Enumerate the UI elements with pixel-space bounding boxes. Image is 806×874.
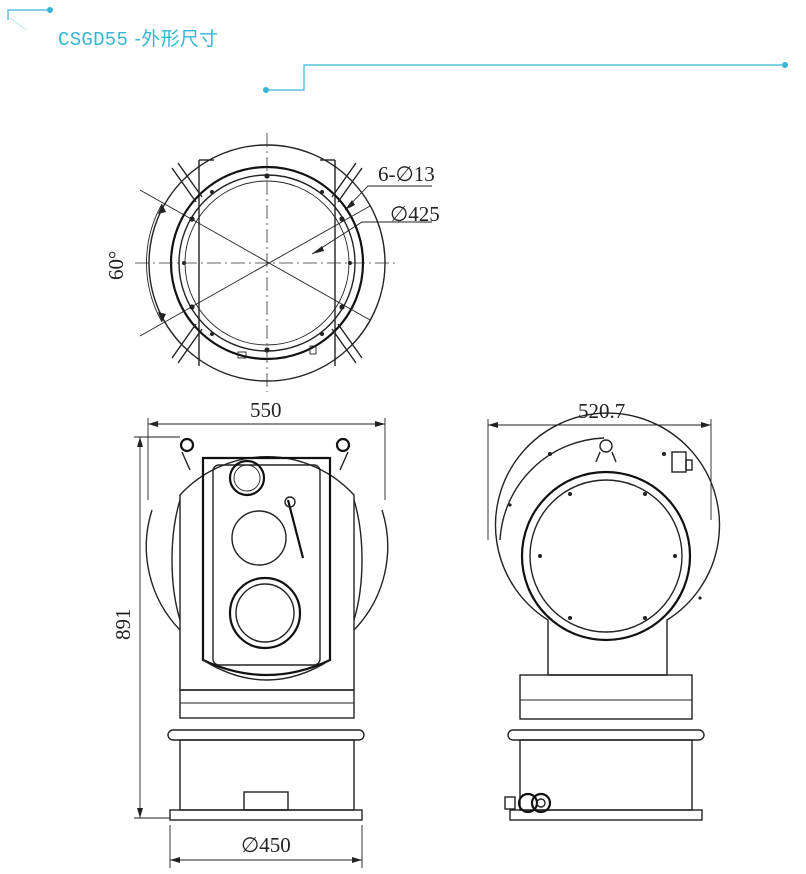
connector	[504, 792, 552, 814]
top-view	[135, 133, 432, 392]
side-view	[487, 412, 721, 821]
base-diameter-label: ∅450	[241, 833, 291, 857]
title-text: -外形尺寸	[128, 28, 219, 50]
flange-diameter-label: ∅425	[390, 202, 440, 226]
width-label: 550	[250, 398, 282, 422]
holes-label: 6-∅13	[378, 162, 435, 186]
front-view	[134, 418, 389, 868]
lifting-rod	[171, 162, 363, 364]
depth-label: 520.7	[578, 399, 625, 423]
title-code: CSGD55	[58, 29, 129, 51]
header-decoration	[7, 7, 788, 93]
page-title: CSGD55 -外形尺寸	[58, 24, 218, 51]
angle-label: 60°	[104, 251, 128, 280]
height-label: 891	[111, 609, 135, 641]
